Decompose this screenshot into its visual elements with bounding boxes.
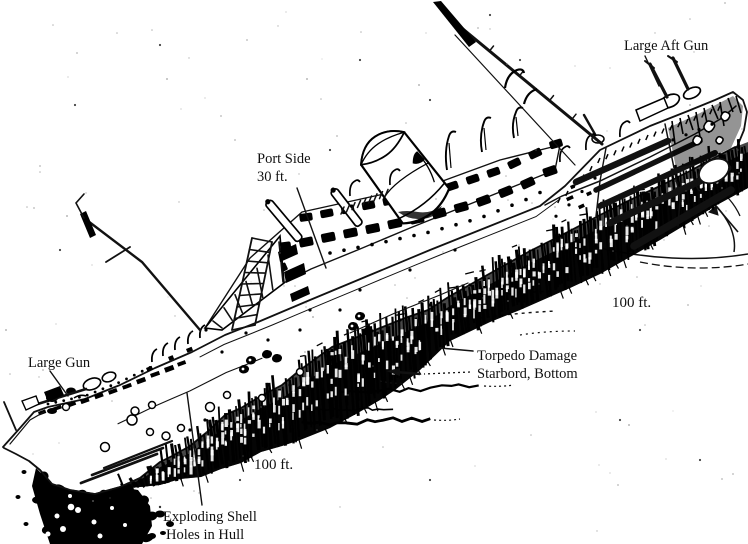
svg-text:Port Side: Port Side — [257, 151, 311, 167]
svg-text:100 ft.: 100 ft. — [612, 295, 651, 311]
svg-text:Torpedo Damage: Torpedo Damage — [477, 348, 577, 364]
svg-text:Large Gun: Large Gun — [28, 355, 91, 371]
svg-text:100 ft.: 100 ft. — [254, 457, 293, 473]
svg-text:30 ft.: 30 ft. — [257, 169, 288, 185]
svg-text:Starbord, Bottom: Starbord, Bottom — [477, 366, 578, 382]
svg-text:Large Aft Gun: Large Aft Gun — [624, 38, 709, 54]
svg-text:Exploding Shell: Exploding Shell — [163, 509, 257, 525]
svg-text:Holes in Hull: Holes in Hull — [166, 527, 244, 543]
